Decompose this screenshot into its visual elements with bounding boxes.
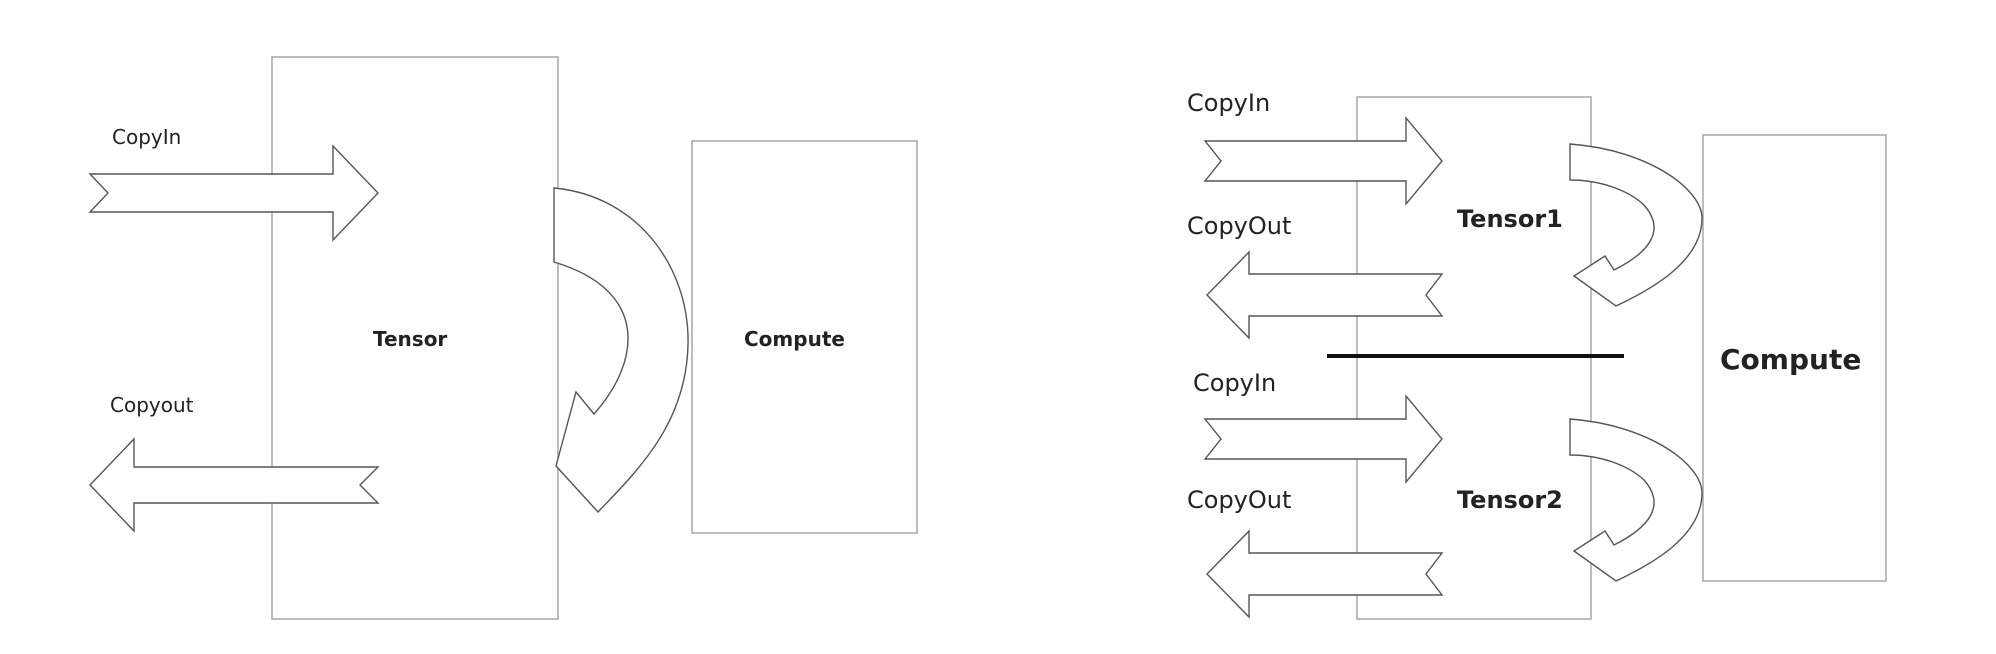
- left-copyin-arrow: [88, 144, 379, 242]
- right-copyin-arrow-2: [1203, 394, 1443, 484]
- right-copyin-label-1: CopyIn: [1187, 89, 1270, 117]
- right-compute-box: [1702, 134, 1887, 582]
- right-compute-loop-arrow-1: [1569, 143, 1703, 307]
- left-panel: CopyIn Copyout Tensor Compute: [88, 56, 918, 620]
- left-compute-box: [691, 140, 918, 534]
- right-copyout-label-2: CopyOut: [1187, 486, 1291, 514]
- right-tensor1-label: Tensor1: [1457, 205, 1563, 233]
- right-panel: CopyIn CopyOut Tensor1 CopyIn CopyOut Te…: [1187, 89, 1887, 620]
- right-copyout-arrow-2: [1206, 529, 1444, 619]
- left-tensor-label: Tensor: [373, 327, 447, 351]
- left-copyout-arrow: [89, 437, 380, 533]
- left-compute-label: Compute: [744, 327, 845, 351]
- right-copyout-label-1: CopyOut: [1187, 212, 1291, 240]
- left-copyout-label: Copyout: [110, 393, 194, 417]
- right-compute-loop-arrow-2: [1569, 418, 1703, 582]
- right-copyin-label-2: CopyIn: [1193, 369, 1276, 397]
- left-tensor-box: [271, 56, 559, 620]
- right-stage-2: CopyIn CopyOut Tensor2: [1187, 369, 1703, 619]
- right-tensor2-label: Tensor2: [1457, 486, 1563, 514]
- left-compute-loop-arrow: [553, 187, 689, 514]
- right-copyout-arrow-1: [1206, 250, 1444, 340]
- right-compute-label: Compute: [1720, 343, 1861, 376]
- right-stage-1: CopyIn CopyOut Tensor1: [1187, 89, 1703, 340]
- right-copyin-arrow-1: [1203, 116, 1443, 206]
- left-copyin-label: CopyIn: [112, 125, 181, 149]
